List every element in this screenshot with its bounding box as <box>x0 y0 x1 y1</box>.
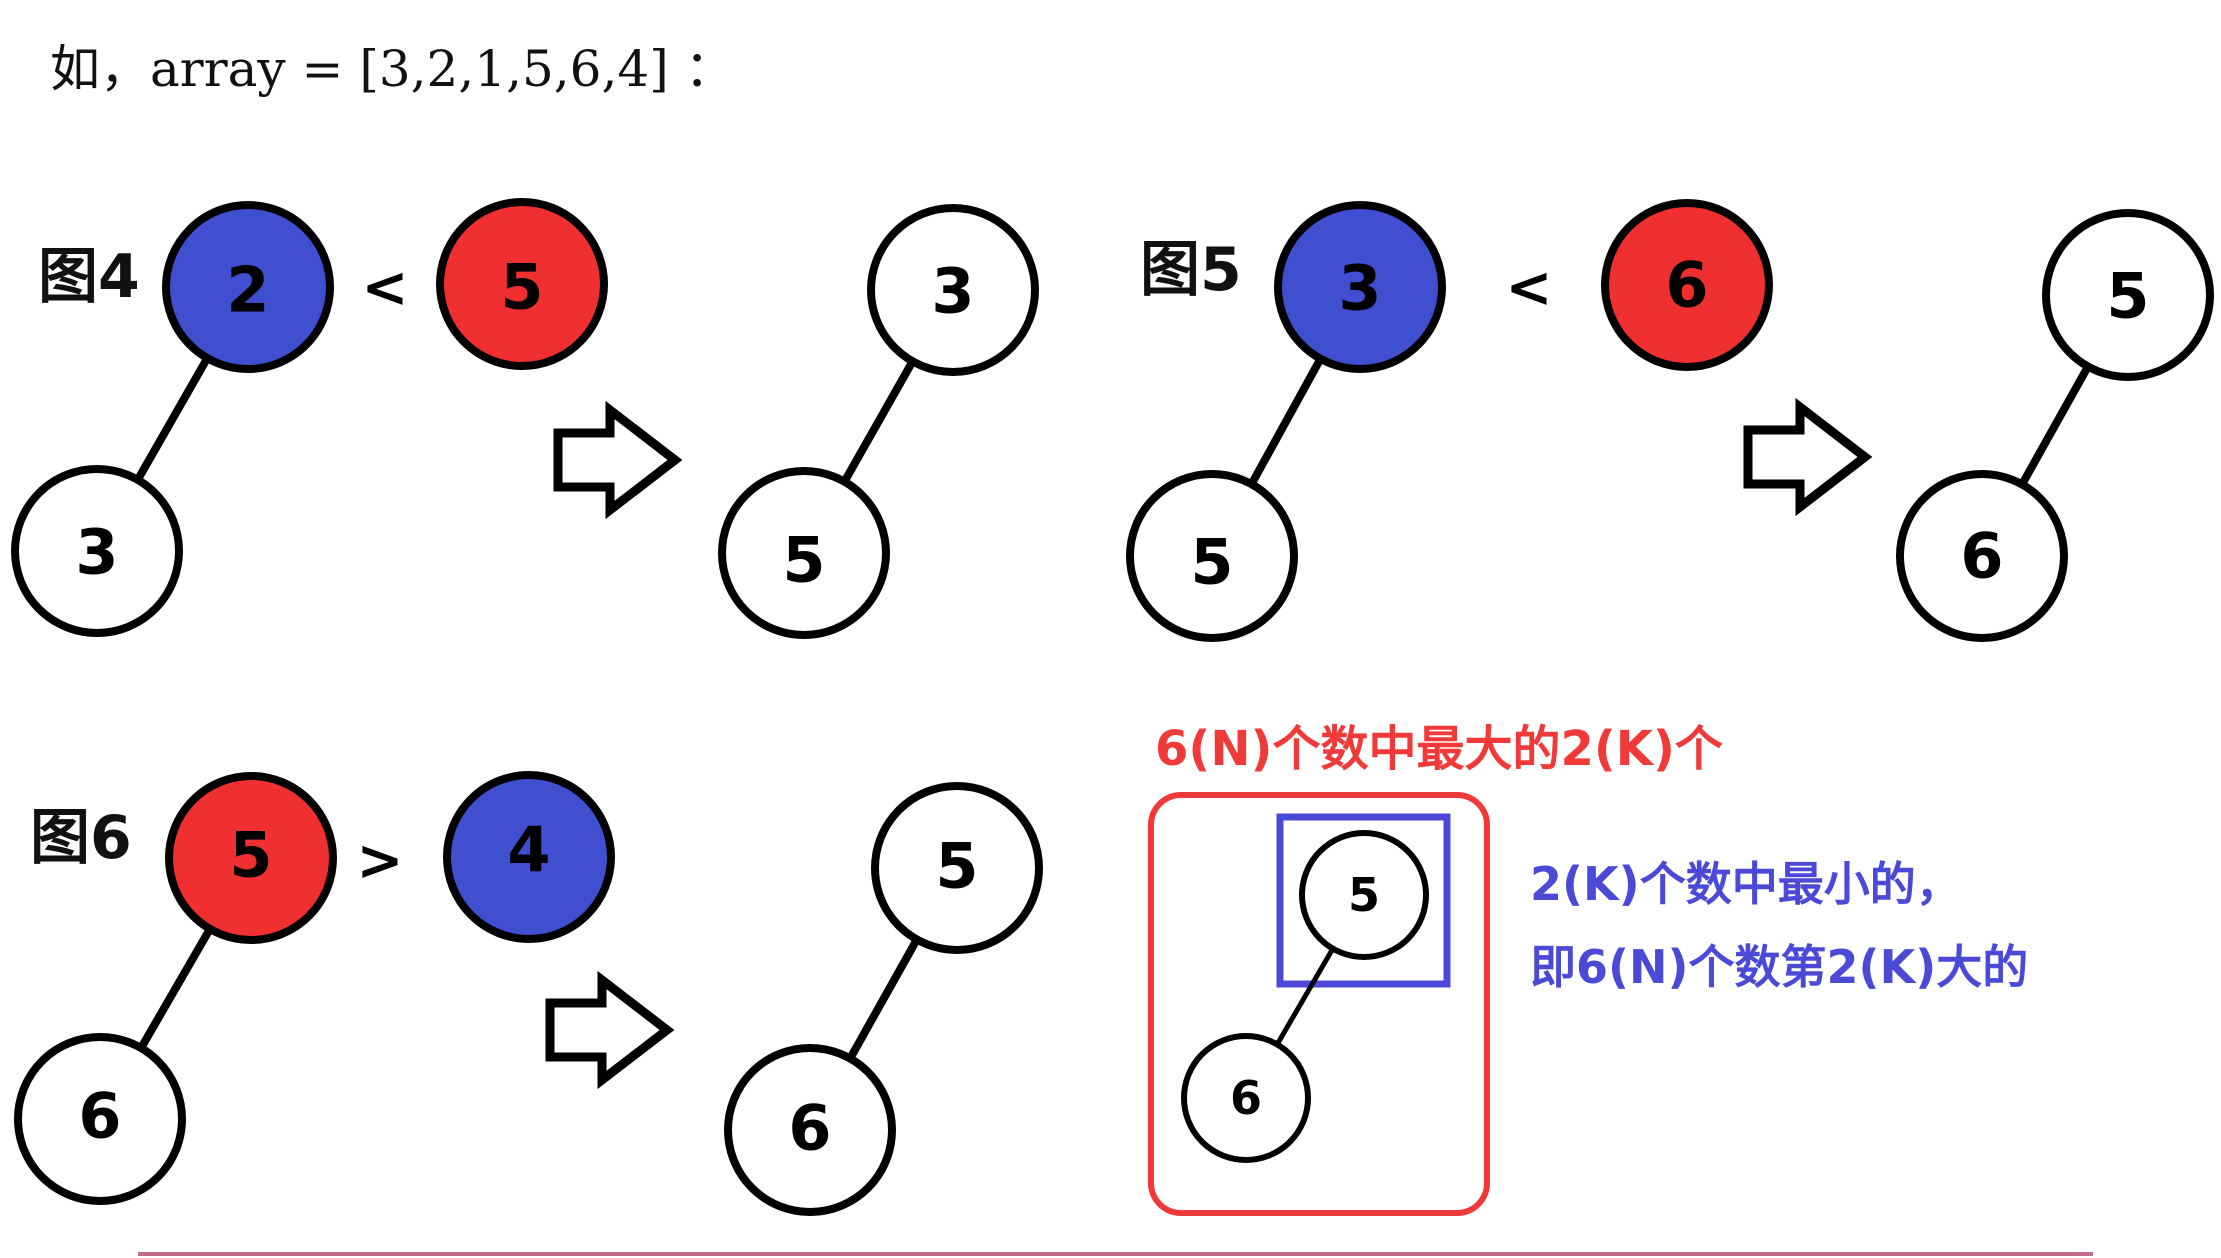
figure-4-compare-operator: < <box>362 256 409 321</box>
figure-5-compare-left-value: 3 <box>1338 252 1381 325</box>
figure-5-result-child-value: 6 <box>1960 520 2003 593</box>
figure-4-compare-left-value: 2 <box>226 254 269 327</box>
figure-5-child-value: 5 <box>1190 526 1233 599</box>
figure-4-child-value: 3 <box>75 516 118 589</box>
summary-title: 6(N)个数中最大的2(K)个 <box>1155 721 1723 777</box>
summary-note-line-2: 即6(N)个数第2(K)大的 <box>1530 940 2028 994</box>
figure-6-compare-left-value: 5 <box>229 819 272 892</box>
figure-6-compare-right-node <box>443 771 615 943</box>
figure-4-result-child-value: 5 <box>782 524 825 597</box>
summary-root-node <box>1299 830 1429 960</box>
figure-6-child-node <box>14 1033 186 1205</box>
figure-5-child-node <box>1126 470 1298 642</box>
summary-child-value: 6 <box>1230 1071 1262 1125</box>
figure-6-result-child-value: 6 <box>788 1092 831 1165</box>
figure-5-result-child-node <box>1896 470 2068 642</box>
figure-6-compare-operator: > <box>357 829 404 894</box>
summary-blue-frame <box>1276 813 1451 988</box>
figure-4-child-node <box>11 465 183 637</box>
figure-4-compare-left-node <box>162 201 334 373</box>
figure-5-result-root-value: 5 <box>2106 260 2149 333</box>
figure-4-arrow-icon <box>553 400 683 520</box>
figure-4-result-root-node <box>867 204 1039 376</box>
figure-6: 图6 5 > 4 6 5 6 <box>14 771 1043 1216</box>
summary-note-line-1: 2(K)个数中最小的， <box>1530 857 1962 911</box>
figure-6-result-root-value: 5 <box>935 830 978 903</box>
figure-6-arrow-icon <box>545 970 675 1090</box>
summary-child-node <box>1181 1033 1311 1163</box>
figure-6-child-value: 6 <box>78 1080 121 1153</box>
figure-4-result-root-value: 3 <box>931 255 974 328</box>
summary-red-frame <box>1148 792 1490 1216</box>
figure-6-compare-right-value: 4 <box>507 814 550 887</box>
figure-6-result-root-node <box>871 782 1043 954</box>
figure-5-result-root-node <box>2042 209 2214 381</box>
figure-5-compare-left-node <box>1274 201 1446 373</box>
header-text: 如，array = [3,2,1,5,6,4] ： <box>50 40 735 98</box>
figure-5-compare-right-node <box>1601 199 1773 371</box>
figure-5-compare-operator: < <box>1506 256 1553 321</box>
figure-5-label: 图5 <box>1140 235 1242 305</box>
summary-panel: 6(N)个数中最大的2(K)个 5 6 2(K)个数中最小的， 即6(N)个数第… <box>1148 721 2028 1216</box>
figure-4-label: 图4 <box>38 242 140 312</box>
figure-4: 图4 2 < 5 3 3 5 <box>11 198 1039 639</box>
figure-6-label: 图6 <box>30 803 132 873</box>
figure-5: 图5 3 < 6 5 5 6 <box>1126 199 2214 642</box>
figure-6-result-child-node <box>724 1044 896 1216</box>
figure-4-compare-right-node <box>436 198 608 370</box>
figure-5-compare-right-value: 6 <box>1665 249 1708 322</box>
figure-5-arrow-icon <box>1743 397 1873 517</box>
figure-4-compare-right-value: 5 <box>500 251 543 324</box>
figure-4-result-child-node <box>718 467 890 639</box>
figure-6-compare-left-node <box>165 772 337 944</box>
summary-root-value: 5 <box>1348 868 1380 922</box>
